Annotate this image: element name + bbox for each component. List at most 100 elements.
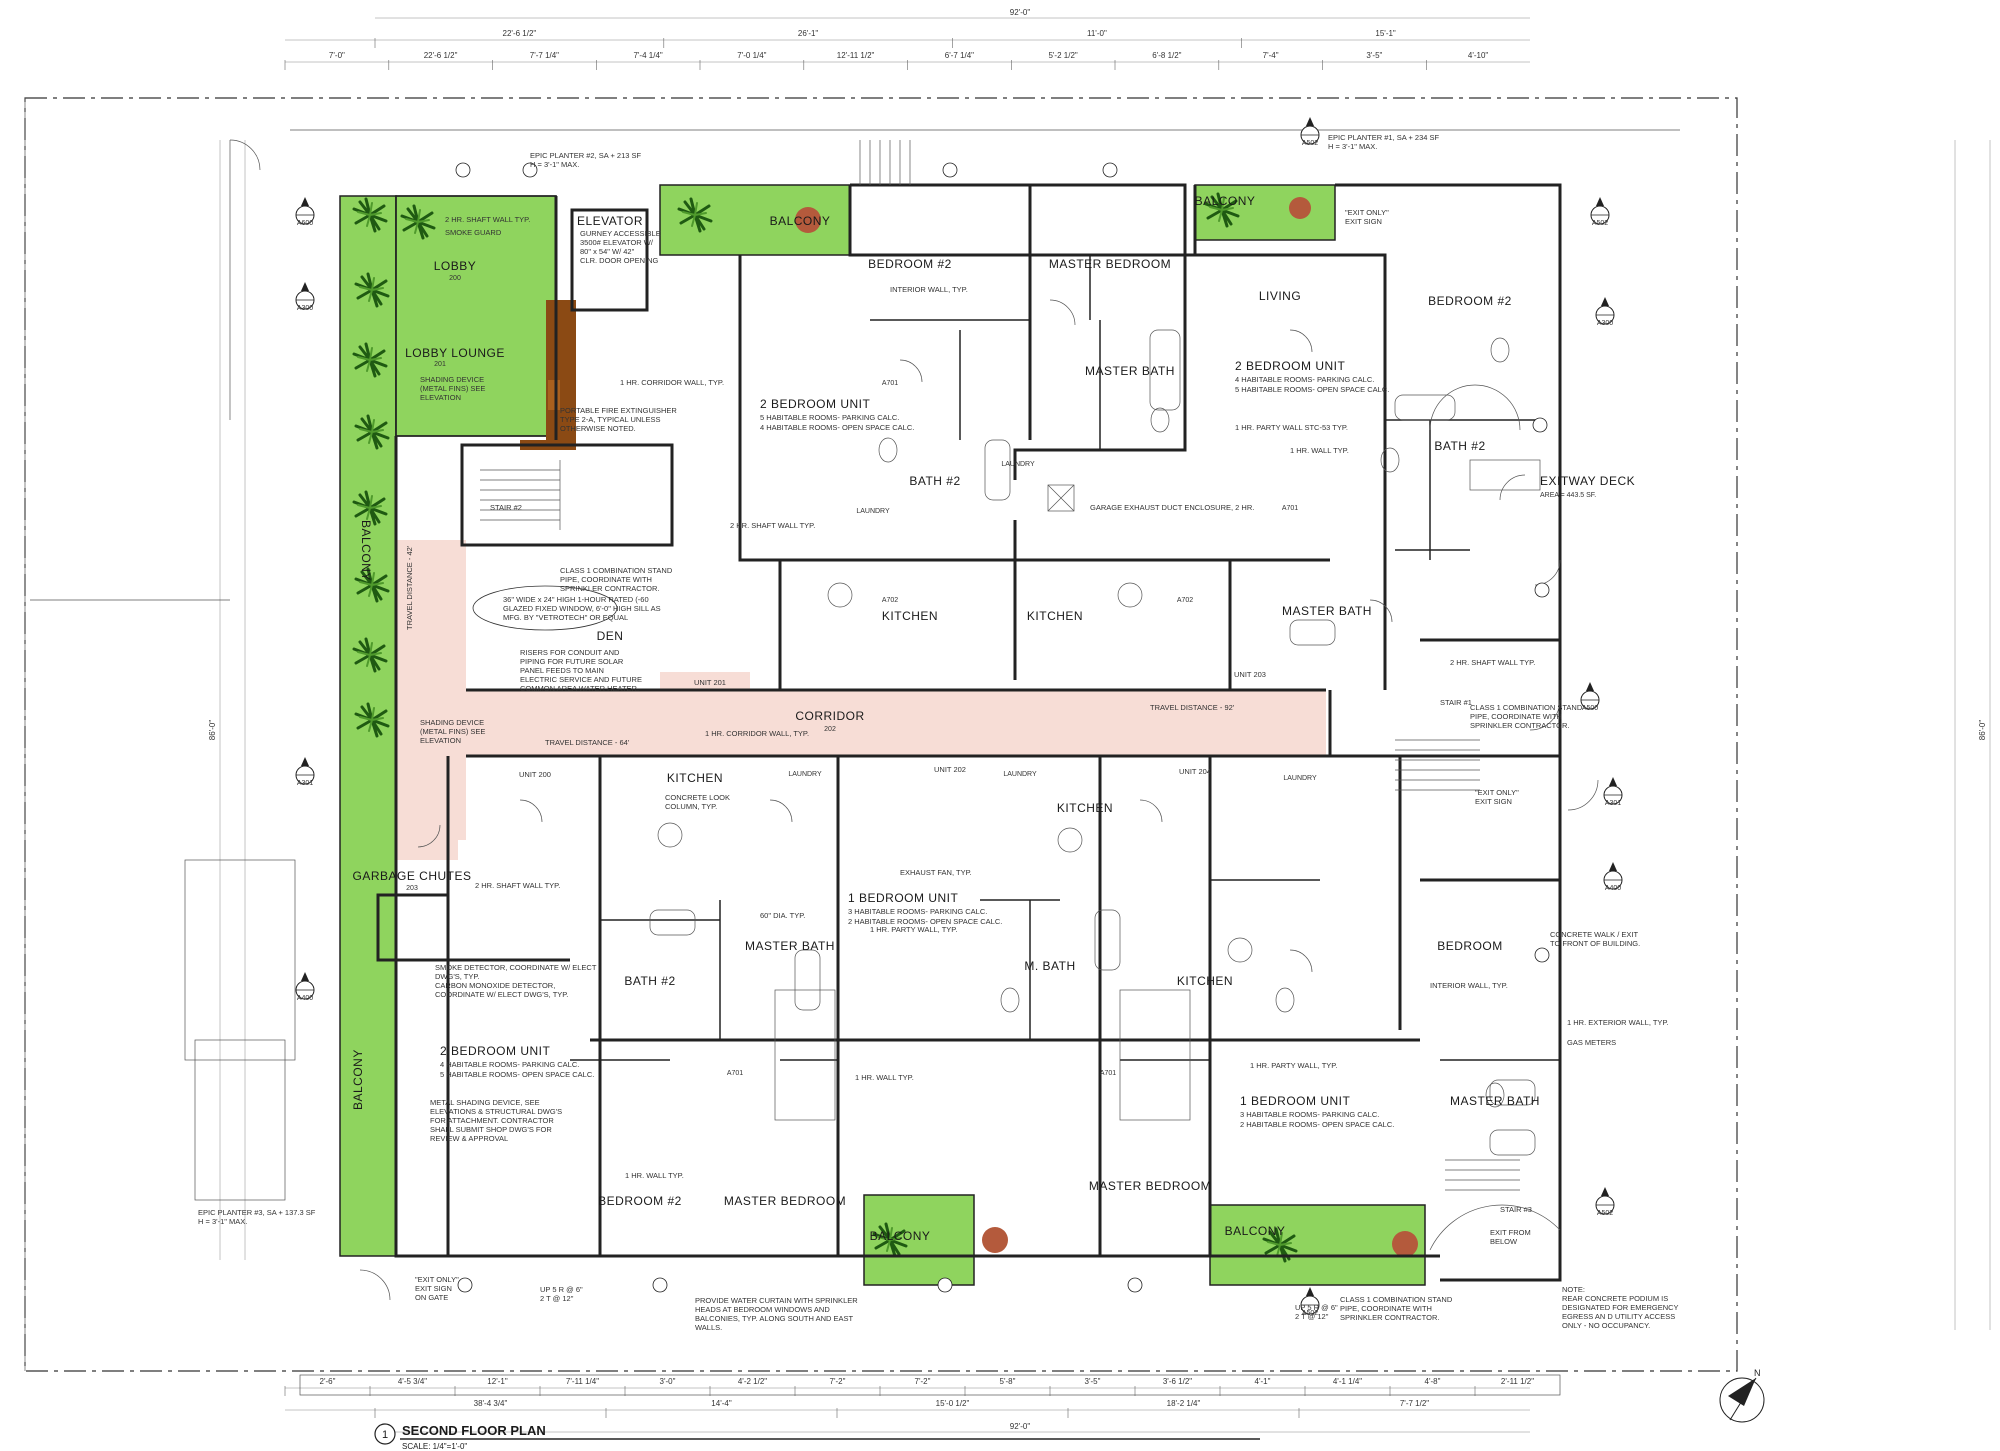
lobby-wood-panel (546, 300, 576, 442)
dim-row-bottom-2: 38'-4 3/4"14'-4"15'-0 1/2"18'-2 1/4"7'-7… (374, 1399, 1429, 1418)
dimension-label: 18'-2 1/4" (1167, 1399, 1201, 1408)
room-master-bath-d: MASTER BATH (1450, 1094, 1540, 1108)
planter-pot (795, 207, 821, 233)
note-standpipe-2c: PIPE, COORDINATE WITH (1340, 1304, 1432, 1313)
note-planter-2-height: H = 3'-1" MAX. (530, 160, 579, 169)
plumbing-fixtures (649, 329, 1541, 1156)
ref-a701-d: A701 (1100, 1070, 1116, 1077)
dimension-label: 15'-0 1/2" (936, 1399, 970, 1408)
unit-line-2: 2 HABITABLE ROOMS- OPEN SPACE CALC. (1240, 1120, 1394, 1129)
note-gas-meters: GAS METERS (1567, 1038, 1616, 1047)
note-steps-2: 2 T @ 12" (1295, 1312, 1329, 1321)
note-shading-2: (METAL FINS) SEE (420, 384, 485, 393)
unit-line-2: 5 HABITABLE ROOMS- OPEN SPACE CALC. (1235, 385, 1389, 394)
dimension-label: 4'-8" (1425, 1377, 1441, 1386)
room-bedroom-2-c: BEDROOM #2 (598, 1194, 682, 1208)
note-walk-1: CONCRETE WALK / EXIT (1550, 930, 1638, 939)
room-labels: LOBBY 200 LOBBY LOUNGE 201 ELEVATOR STAI… (351, 194, 1635, 1243)
room-master-bath-a: MASTER BATH (1085, 364, 1175, 378)
room-bedroom-2-a: BEDROOM #2 (868, 257, 952, 271)
note-smoke-det-4: COORDINATE W/ ELECT DWG'S, TYP. (435, 990, 568, 999)
ref-a300-b: A300 (1597, 320, 1613, 327)
note-interior-wall-b: INTERIOR WALL, TYP. (1430, 981, 1508, 990)
room-balcony-n: BALCONY (1195, 194, 1256, 208)
sheet-number-bubble (374, 1423, 396, 1445)
note-party-wall-b: 1 HR. PARTY WALL, TYP. (870, 925, 957, 934)
note-standpipe-3b: SPRINKLER CONTRACTOR. (1470, 721, 1569, 730)
unit-line-2: 2 HABITABLE ROOMS- OPEN SPACE CALC. (848, 917, 1002, 926)
room-master-bedroom-c: MASTER BEDROOM (1089, 1179, 1211, 1193)
note-water-4: WALLS. (695, 1323, 722, 1332)
note-rear-1: NOTE: (1562, 1285, 1585, 1294)
note-water-2: HEADS AT BEDROOM WINDOWS AND (695, 1305, 830, 1314)
note-dia-60: 60" DIA. TYP. (760, 911, 805, 920)
note-metal-5: REVIEW & APPROVAL (430, 1134, 508, 1143)
note-metal-1: METAL SHADING DEVICE, SEE (430, 1098, 540, 1107)
stair-2-treads (480, 460, 561, 530)
note-exit-only-2: "EXIT ONLY" (1475, 788, 1519, 797)
dimension-label: 4'-1" (1255, 1377, 1271, 1386)
note-travel-92: TRAVEL DISTANCE - 92' (1150, 703, 1235, 712)
ref-a702-b: A702 (1177, 597, 1193, 604)
note-elevator-4: CLR. DOOR OPENING (580, 256, 659, 265)
note-standpipe-1b: CLASS 1 COMBINATION STAND (1470, 703, 1583, 712)
dimension-label: 7'-0" (329, 51, 345, 60)
note-smoke-det-2: DWG'S, TYP. (435, 972, 480, 981)
dimension-label: 4'-10" (1468, 51, 1489, 60)
room-kitchen-b: KITCHEN (1027, 609, 1083, 623)
dimension-label: 38'-4 3/4" (474, 1399, 508, 1408)
note-smoke-guard: SMOKE GUARD (445, 228, 502, 237)
room-laundry-a: LAUNDRY (856, 508, 890, 515)
note-ext-wall: 1 HR. EXTERIOR WALL, TYP. (1567, 1018, 1669, 1027)
room-laundry-c: LAUNDRY (788, 771, 822, 778)
room-den: DEN (597, 629, 624, 643)
room-lobby-lounge-number: 201 (434, 361, 446, 368)
note-exit-below-2: BELOW (1490, 1237, 1518, 1246)
note-standpipe-1: CLASS 1 COMBINATION STAND (560, 566, 673, 575)
svg-text:N: N (1754, 1368, 1761, 1378)
callout-notes: EPIC PLANTER #2, SA + 213 SF H = 3'-1" M… (198, 133, 1679, 1332)
dimension-label: 2'-6" (320, 1377, 336, 1386)
note-steps-1b: UP 5 R @ 6" (540, 1285, 583, 1294)
room-unit-204: UNIT 204 (1179, 767, 1211, 776)
note-elevator-1: GURNEY ACCESSIBLE (580, 229, 661, 238)
note-concrete-col-2: COLUMN, TYP. (665, 802, 717, 811)
dimension-label: 3'-5" (1085, 1377, 1101, 1386)
note-exit-gate-2: EXIT SIGN (415, 1284, 452, 1293)
note-metal-2: ELEVATIONS & STRUCTURAL DWG'S (430, 1107, 562, 1116)
ref-a600: A600 (297, 220, 313, 227)
ref-a301-b: A301 (1605, 800, 1621, 807)
unit-line-1: 3 HABITABLE ROOMS- PARKING CALC. (848, 907, 987, 916)
room-kitchen-e: KITCHEN (1177, 974, 1233, 988)
note-shading-2b: (METAL FINS) SEE (420, 727, 485, 736)
note-standpipe-2b: PIPE, COORDINATE WITH (1470, 712, 1562, 721)
dimension-label: 2'-11 1/2" (1501, 1377, 1534, 1386)
note-risers-2: PIPING FOR FUTURE SOLAR (520, 657, 624, 666)
ref-a301: A301 (297, 780, 313, 787)
room-garbage-number: 203 (406, 885, 418, 892)
note-metal-3: FOR ATTACHMENT. CONTRACTOR (430, 1116, 554, 1125)
room-unit-203: UNIT 203 (1234, 670, 1266, 679)
note-travel-64: TRAVEL DISTANCE - 64' (545, 738, 630, 747)
dimension-label: 22'-6 1/2" (424, 51, 458, 60)
note-garage-exhaust: GARAGE EXHAUST DUCT ENCLOSURE, 2 HR. (1090, 503, 1254, 512)
stair-3-treads (1445, 1159, 1520, 1191)
room-bedroom-se: BEDROOM (1437, 939, 1503, 953)
note-exhaust-fan: EXHAUST FAN, TYP. (900, 868, 972, 877)
unit-title: 2 BEDROOM UNIT (760, 397, 871, 411)
unit-line-2: 5 HABITABLE ROOMS- OPEN SPACE CALC. (440, 1070, 594, 1079)
room-laundry-e: LAUNDRY (1283, 775, 1317, 782)
note-exit-below-1: EXIT FROM (1490, 1228, 1531, 1237)
dimension-label: 12'-11 1/2" (837, 51, 875, 60)
note-rear-3: DESIGNATED FOR EMERGENCY (1562, 1303, 1679, 1312)
note-steps-2b: 2 T @ 12" (540, 1294, 574, 1303)
planter-pot (1392, 1231, 1418, 1257)
dimension-label: 3'-0" (660, 1377, 676, 1386)
note-shaft-wall-b: 2 HR. SHAFT WALL TYP. (730, 521, 815, 530)
dimension-label: 14'-4" (711, 1399, 732, 1408)
note-interior-wall: INTERIOR WALL, TYP. (890, 285, 968, 294)
dimension-label: 12'-1" (487, 1377, 508, 1386)
dim-row-top-2: 7'-0"22'-6 1/2"7'-7 1/4"7'-4 1/4"7'-0 1/… (284, 51, 1489, 70)
north-arrow-icon: N (1719, 1368, 1765, 1423)
